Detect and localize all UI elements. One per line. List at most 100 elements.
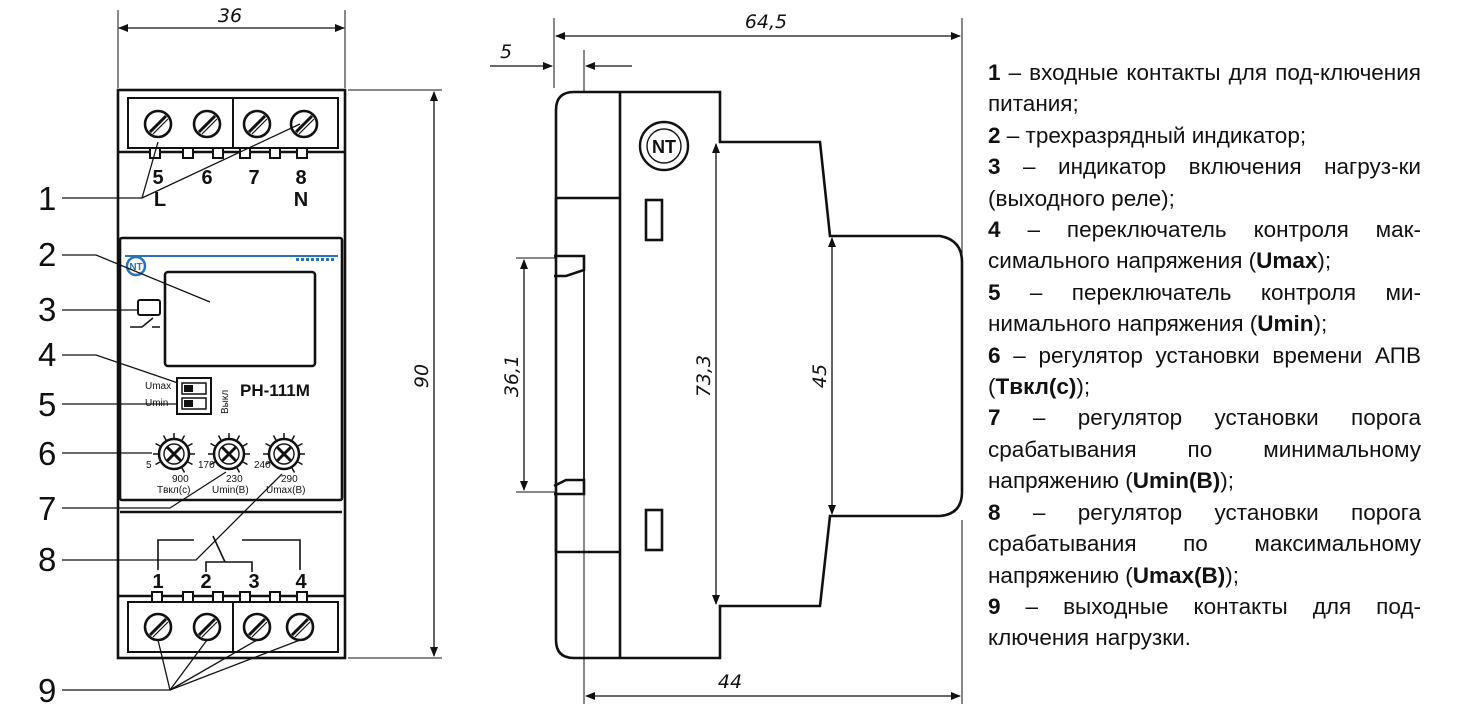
legend-tail: ); bbox=[1220, 468, 1234, 494]
legend-num: 4 bbox=[988, 217, 1001, 243]
callout-9: 9 bbox=[38, 672, 56, 709]
legend-bold: Umax(В) bbox=[1132, 562, 1226, 588]
legend-num: 3 bbox=[988, 154, 1001, 180]
dim-73-3-label: 73,3 bbox=[693, 355, 715, 397]
legend-item-3: 3 – индикатор включения нагруз-ки (выход… bbox=[988, 151, 1421, 214]
terminal-2-label: 2 bbox=[200, 571, 211, 593]
front-view: 36 90 bbox=[38, 5, 442, 709]
legend-tail: ); bbox=[1076, 374, 1091, 400]
callout-3: 3 bbox=[38, 291, 56, 328]
legend-text: – выходные контакты для под-ключения наг… bbox=[988, 593, 1421, 651]
legend-text: – индикатор включения нагруз-ки (выходно… bbox=[988, 154, 1421, 211]
umax-switch-label: Umax bbox=[145, 381, 171, 392]
terminal-4-label: 4 bbox=[295, 571, 307, 593]
dim-44-label: 44 bbox=[718, 671, 742, 693]
legend-text: – регулятор установки времени АПВ ( bbox=[988, 342, 1421, 400]
callout-8: 8 bbox=[38, 541, 56, 578]
dimension-front-panel: 45 bbox=[809, 237, 836, 515]
legend-item-9: 9 – выходные контакты для под-ключения н… bbox=[988, 591, 1421, 654]
legend-num: 6 bbox=[988, 342, 1001, 368]
adjustment-knobs: 5 900 Tвкл(с) 170 230 Umin(В) 240 290 Um… bbox=[146, 431, 307, 496]
dimension-side-offset: 5 bbox=[490, 41, 632, 92]
dim-36-1-label: 36,1 bbox=[501, 355, 523, 397]
legend-num: 1 bbox=[988, 60, 1001, 85]
legend-num: 5 bbox=[988, 279, 1001, 305]
top-terminal-labels: 5 6 7 8 L N bbox=[152, 167, 308, 211]
switch-off-label: Выкл bbox=[220, 390, 231, 414]
legend-bold: Umin bbox=[1257, 311, 1314, 337]
ton-knob-label: Tвкл(с) bbox=[157, 485, 190, 496]
legend-item-1: 1 – входные контакты для под-ключения пи… bbox=[988, 57, 1421, 120]
legend-item-8: 8 – регулятор установки порога срабатыва… bbox=[988, 497, 1421, 591]
legend-num: 7 bbox=[988, 405, 1001, 431]
legend-item-4: 4 – переключатель контроля мак-симальног… bbox=[988, 214, 1421, 277]
callout-leaders bbox=[62, 123, 301, 691]
neutral-mark: N bbox=[294, 189, 308, 211]
svg-text:NT: NT bbox=[129, 262, 142, 273]
terminal-3-label: 3 bbox=[248, 571, 259, 593]
legend-text: – регулятор установки порога срабатывани… bbox=[988, 499, 1421, 588]
callout-6: 6 bbox=[38, 435, 56, 472]
legend-text: – переключатель контроля ми-нимального н… bbox=[988, 279, 1421, 337]
callout-4: 4 bbox=[38, 336, 56, 373]
legend-tail: ); bbox=[1313, 311, 1328, 337]
legend-text: – трехразрядный индикатор; bbox=[1000, 122, 1307, 148]
legend-item-5: 5 – переключатель контроля ми-нимального… bbox=[988, 277, 1421, 340]
callout-numbers: 1 2 3 4 5 6 7 8 9 bbox=[38, 180, 56, 709]
legend-num: 8 bbox=[988, 499, 1001, 525]
terminal-1-label: 1 bbox=[152, 571, 163, 593]
umin-max-label: 230 bbox=[226, 474, 243, 485]
dim-64-5-label: 64,5 bbox=[745, 11, 787, 33]
bottom-terminal-screws bbox=[143, 612, 315, 642]
ton-knob-icon bbox=[151, 431, 197, 474]
load-indicator-led bbox=[130, 299, 161, 328]
legend-text: – входные контакты для под-ключения пита… bbox=[988, 60, 1421, 117]
bottom-terminal-labels: 1 2 3 4 bbox=[152, 571, 307, 593]
legend-bold: Umax bbox=[1256, 248, 1318, 274]
callout-2: 2 bbox=[38, 236, 56, 273]
legend: 1 – входные контакты для под-ключения пи… bbox=[988, 57, 1421, 654]
dim-90-label: 90 bbox=[411, 364, 433, 388]
legend-bold: Tвкл(с) bbox=[995, 374, 1077, 400]
side-view: 64,5 5 NT bbox=[490, 11, 964, 704]
callout-5: 5 bbox=[38, 386, 56, 423]
legend-item-2: 2 – трехразрядный индикатор; bbox=[988, 120, 1421, 151]
brand-logo-icon: NT bbox=[125, 255, 147, 277]
dim-36-label: 36 bbox=[218, 5, 242, 27]
model-label: РН-111М bbox=[240, 381, 310, 400]
dimension-side-depth: 44 bbox=[583, 494, 963, 704]
dimension-side-width: 64,5 bbox=[553, 11, 963, 452]
dimension-rail-height: 36,1 bbox=[501, 257, 556, 493]
dimension-body-height: 73,3 bbox=[693, 141, 722, 605]
legend-text: – регулятор установки порога срабатывани… bbox=[988, 405, 1421, 494]
legend-num: 2 bbox=[988, 122, 1001, 148]
ton-max-label: 900 bbox=[172, 474, 189, 485]
umin-knob-label: Umin(В) bbox=[212, 485, 249, 496]
side-logo-icon: NT bbox=[638, 120, 690, 172]
terminal-5-label: 5 bbox=[152, 167, 163, 189]
umin-min-label: 170 bbox=[198, 460, 215, 471]
callout-1: 1 bbox=[38, 180, 56, 217]
top-terminal-screws bbox=[143, 109, 319, 139]
phase-mark: L bbox=[154, 189, 166, 211]
relay-contact-schematic bbox=[157, 535, 301, 572]
umax-max-label: 290 bbox=[281, 474, 298, 485]
legend-tail: ); bbox=[1225, 562, 1240, 588]
legend-tail: ); bbox=[1317, 248, 1332, 274]
dim-5-label: 5 bbox=[500, 41, 512, 63]
legend-bold: Umin(В) bbox=[1132, 468, 1221, 494]
terminal-8-label: 8 bbox=[295, 167, 306, 189]
dip-switches: Umax Umin Выкл bbox=[145, 377, 231, 415]
umax-min-label: 240 bbox=[254, 460, 271, 471]
legend-item-7: 7 – регулятор установки порога срабатыва… bbox=[988, 402, 1421, 496]
legend-num: 9 bbox=[988, 593, 1001, 619]
terminal-7-label: 7 bbox=[248, 167, 259, 189]
dimension-front-height: 90 bbox=[348, 89, 442, 659]
callout-7: 7 bbox=[38, 490, 56, 527]
umax-knob-label: Umax(В) bbox=[266, 485, 305, 496]
ton-min-label: 5 bbox=[146, 460, 152, 471]
legend-text: – переключатель контроля мак-симального … bbox=[988, 217, 1421, 274]
svg-text:NT: NT bbox=[652, 137, 676, 157]
digital-display bbox=[163, 270, 317, 368]
